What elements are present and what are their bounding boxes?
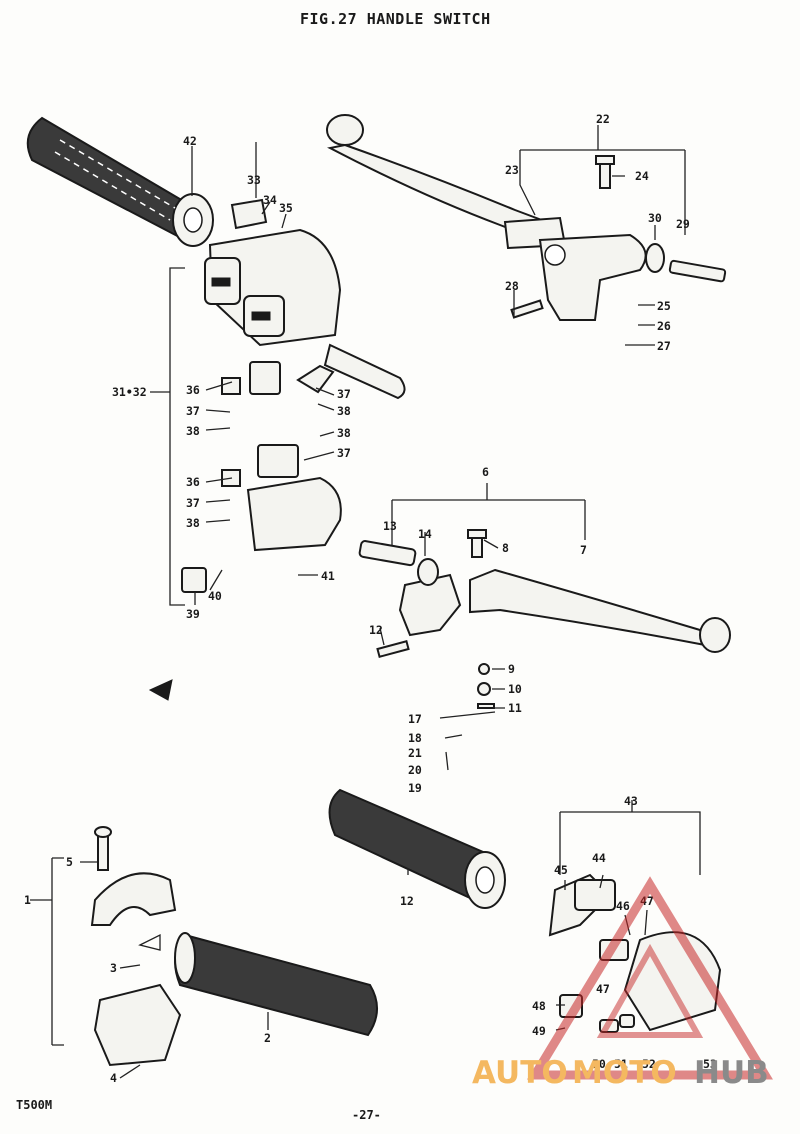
callout-41: 41 [321, 569, 335, 583]
callout-27: 27 [657, 339, 671, 353]
callout-8: 8 [502, 541, 509, 555]
callout-25: 25 [657, 299, 671, 313]
callout-17: 17 [408, 712, 422, 726]
callout-26: 26 [657, 319, 671, 333]
callout-48: 48 [532, 999, 546, 1013]
callout-50: 50 [592, 1057, 606, 1071]
callout-6: 6 [482, 465, 489, 479]
callout-11: 11 [508, 701, 522, 715]
callout-3: 3 [110, 961, 117, 975]
callout-38-lower: 38 [186, 516, 200, 530]
callout-53: 53 [703, 1057, 717, 1071]
callout-28: 28 [505, 279, 519, 293]
callout-20: 20 [408, 763, 422, 777]
callout-38-middle-right: 38 [337, 426, 351, 440]
callout-49: 49 [532, 1024, 546, 1038]
callout-37-lower: 37 [186, 496, 200, 510]
leader-lines [80, 125, 686, 1079]
callout-40: 40 [208, 589, 222, 603]
callout-19: 19 [408, 781, 422, 795]
callout-30: 30 [648, 211, 662, 225]
callout-34: 34 [263, 193, 277, 207]
callout-37-middle-right: 37 [337, 446, 351, 460]
callout-37-upper-right: 37 [337, 387, 351, 401]
switch-housing-upper [204, 198, 406, 400]
lever-lower [358, 529, 731, 771]
callout-9: 9 [508, 662, 515, 676]
callout-36-upper: 36 [186, 383, 200, 397]
callout-29: 29 [676, 217, 690, 231]
callout-45: 45 [554, 863, 568, 877]
callout-38-upper-left: 38 [186, 424, 200, 438]
lever-upper [326, 114, 727, 321]
direction-arrow-icon [148, 679, 173, 701]
callout-2: 2 [264, 1031, 271, 1045]
watermark-word-moto: MOTO [572, 1055, 677, 1091]
model-code: T500M [16, 1098, 53, 1112]
callout-33: 33 [247, 173, 261, 187]
callout-5: 5 [66, 855, 73, 869]
callout-46: 46 [616, 899, 630, 913]
callout-13: 13 [383, 519, 397, 533]
callout-21: 21 [408, 746, 422, 760]
callout-4: 4 [110, 1071, 117, 1085]
callout-14: 14 [418, 527, 432, 541]
callout-7: 7 [580, 543, 587, 557]
callout-22: 22 [596, 112, 610, 126]
watermark-logo: AUTO MOTO HUB [472, 876, 773, 1091]
callout-24: 24 [635, 169, 649, 183]
callout-35: 35 [279, 201, 293, 215]
grip-top-left [26, 116, 214, 247]
callout-10: 10 [508, 682, 522, 696]
callout-23: 23 [505, 163, 519, 177]
grip-center [328, 788, 506, 909]
callout-38-upper-right: 38 [337, 404, 351, 418]
callout-labels: 42 33 34 35 31•32 36 37 38 37 38 38 37 3… [24, 112, 717, 1085]
callout-47-lower: 47 [596, 982, 610, 996]
callout-51: 51 [614, 1057, 628, 1071]
watermark-word-hub: HUB [694, 1055, 769, 1091]
switch-body-middle [181, 361, 342, 593]
throttle-assembly [90, 826, 378, 1067]
bracket-31-32 [169, 267, 185, 606]
callout-31-32: 31•32 [112, 385, 147, 399]
callout-52: 52 [642, 1057, 656, 1071]
callout-36-lower: 36 [186, 475, 200, 489]
callout-44: 44 [592, 851, 606, 865]
figure-title: FIG.27 HANDLE SWITCH [300, 10, 491, 28]
callout-18: 18 [408, 731, 422, 745]
callout-43: 43 [624, 794, 638, 808]
callout-1: 1 [24, 893, 31, 907]
callout-39: 39 [186, 607, 200, 621]
callout-12-bolt: 12 [369, 623, 383, 637]
callout-37-upper-left: 37 [186, 404, 200, 418]
page-number: -27- [352, 1108, 381, 1122]
callout-42: 42 [183, 134, 197, 148]
callout-12-grip: 12 [400, 894, 414, 908]
watermark-word-auto: AUTO [472, 1055, 568, 1091]
